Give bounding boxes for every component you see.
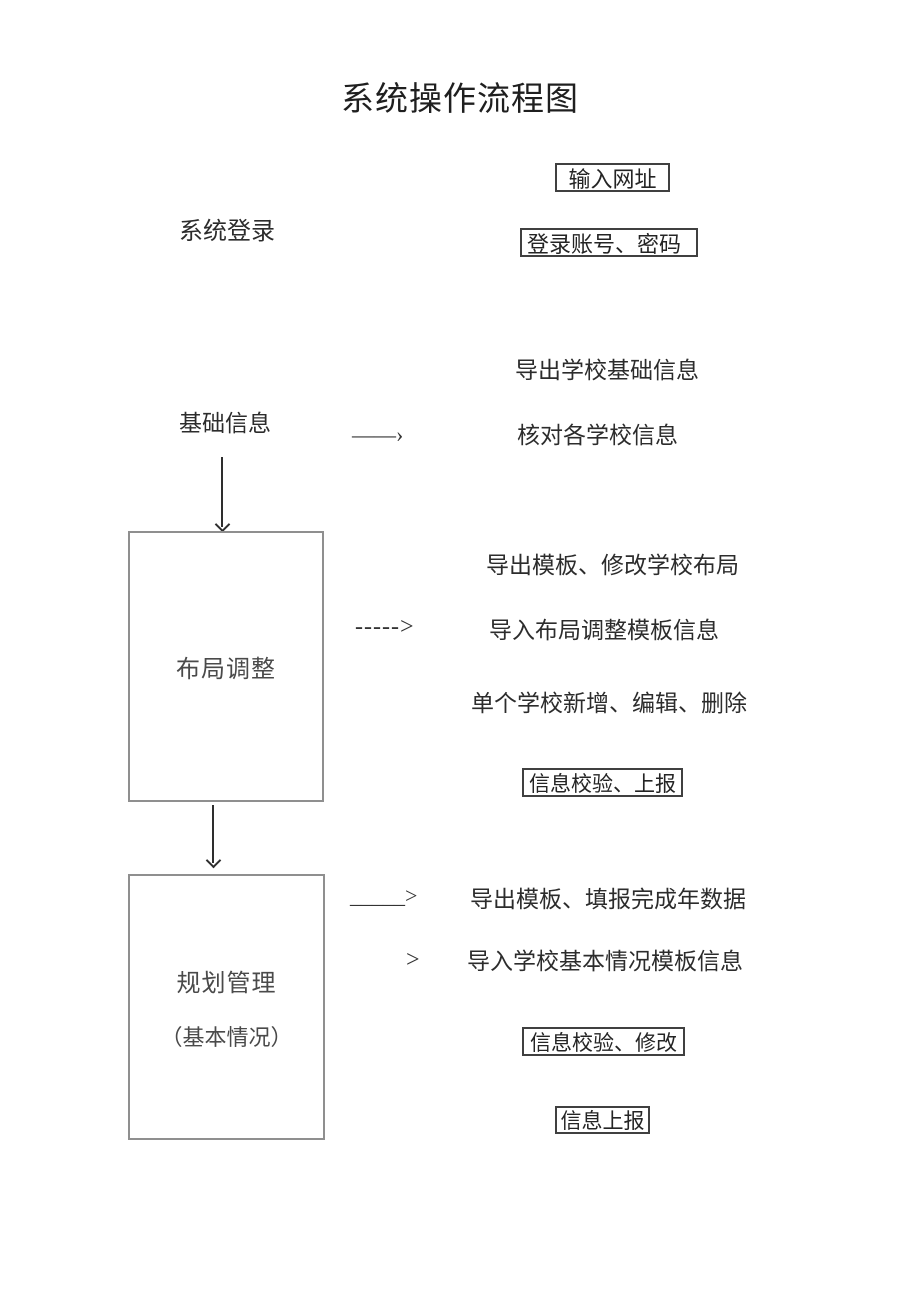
step-box-verify-modify: 信息校验、修改 — [522, 1027, 685, 1056]
arrow-head — [214, 516, 231, 533]
step-verify-schools: 核对各学校信息 — [517, 423, 678, 448]
arrow-right-line-icon: _____> — [350, 883, 418, 908]
arrow-right-dashed-icon: ——› — [352, 422, 404, 447]
step-box-info-report: 信息上报 — [555, 1106, 650, 1134]
arrow-head — [205, 852, 222, 869]
step-box-enter-url: 输入网址 — [555, 163, 670, 192]
arrow-down-icon — [214, 457, 231, 533]
step-single-school-ops: 单个学校新增、编辑、删除 — [471, 691, 747, 716]
stage-box-layout-adjustment: 布局调整 — [128, 531, 324, 802]
stage-label-system-login: 系统登录 — [179, 219, 275, 245]
page-title: 系统操作流程图 — [341, 82, 579, 118]
arrow-right-dashed-icon: -----> — [355, 614, 415, 640]
arrow-stem — [221, 457, 223, 527]
step-export-template-layout: 导出模板、修改学校布局 — [486, 553, 739, 578]
stage-box-label: 布局调整 — [176, 657, 276, 683]
step-export-basic-info: 导出学校基础信息 — [515, 358, 699, 383]
step-import-basic-template: 导入学校基本情况模板信息 — [467, 949, 743, 974]
stage-box-sublabel: （基本情况） — [160, 1024, 293, 1050]
chevron-right-icon: > — [406, 947, 420, 973]
arrow-stem — [212, 805, 214, 863]
step-box-verify-report: 信息校验、上报 — [522, 768, 683, 797]
step-box-login-credentials: 登录账号、密码 — [520, 228, 698, 257]
stage-label-basic-info: 基础信息 — [179, 411, 271, 436]
stage-box-label: 规划管理 — [176, 970, 277, 997]
stage-box-planning-management: 规划管理 （基本情况） — [128, 874, 325, 1140]
arrow-down-icon — [205, 805, 222, 869]
step-export-year-data: 导出模板、填报完成年数据 — [470, 887, 746, 912]
step-import-layout-template: 导入布局调整模板信息 — [489, 618, 719, 643]
